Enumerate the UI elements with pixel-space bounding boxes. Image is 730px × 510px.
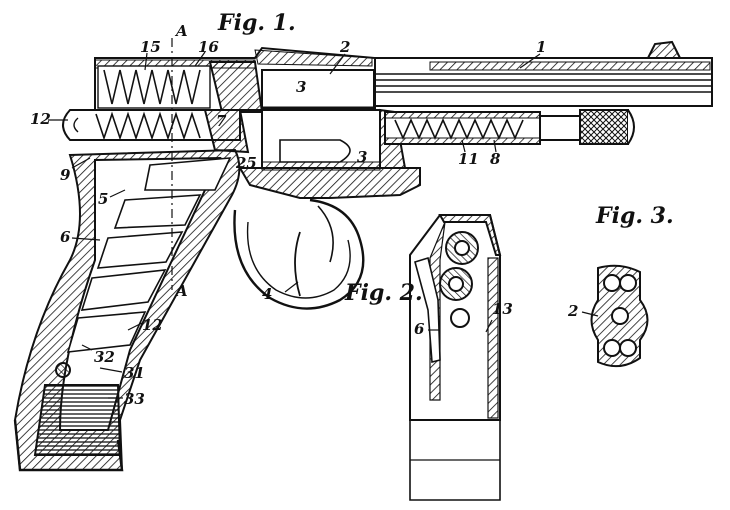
ref-3-upper: 3 xyxy=(296,78,307,96)
fig1-title: Fig. 1. xyxy=(218,10,296,36)
ref-fig2-13: 13 xyxy=(492,300,513,318)
ref-8: 8 xyxy=(490,150,501,168)
fig3-title: Fig. 3. xyxy=(596,203,674,229)
fig1-pistol-section xyxy=(13,38,713,472)
fig3-clip-end-view xyxy=(590,264,649,368)
frame-trigger-guard xyxy=(233,167,421,310)
hammer-spring-upper xyxy=(97,65,211,109)
ref-7: 7 xyxy=(216,112,227,130)
rear-spring xyxy=(62,109,250,154)
grip-magazine xyxy=(13,148,241,472)
ref-6: 6 xyxy=(60,228,71,246)
ref-2: 2 xyxy=(340,38,351,56)
ref-15: 15 xyxy=(140,38,161,56)
ref-3-lower: 3 xyxy=(357,148,368,166)
ref-4: 4 xyxy=(262,285,273,303)
ref-16: 16 xyxy=(198,38,219,56)
ref-5: 5 xyxy=(98,190,109,208)
recoil-spring-lower xyxy=(384,109,635,145)
section-mark-top: A xyxy=(176,22,188,40)
ref-12-grip: 12 xyxy=(142,316,163,334)
ref-33: 33 xyxy=(124,390,145,408)
leader-lines xyxy=(48,51,599,399)
ref-1: 1 xyxy=(536,38,547,56)
fig2-front-section xyxy=(409,214,502,501)
ref-fig2-6: 6 xyxy=(414,320,425,338)
fig2-title: Fig. 2. xyxy=(345,280,423,306)
ref-31: 31 xyxy=(124,364,145,382)
ref-fig3-2: 2 xyxy=(568,302,579,320)
ref-9: 9 xyxy=(60,166,71,184)
ref-25: 25 xyxy=(236,154,257,172)
ref-32: 32 xyxy=(94,348,115,366)
ref-12-rear: 12 xyxy=(30,110,51,128)
section-mark-bottom: A xyxy=(176,282,188,300)
barrel xyxy=(374,40,713,107)
ref-11: 11 xyxy=(458,150,479,168)
